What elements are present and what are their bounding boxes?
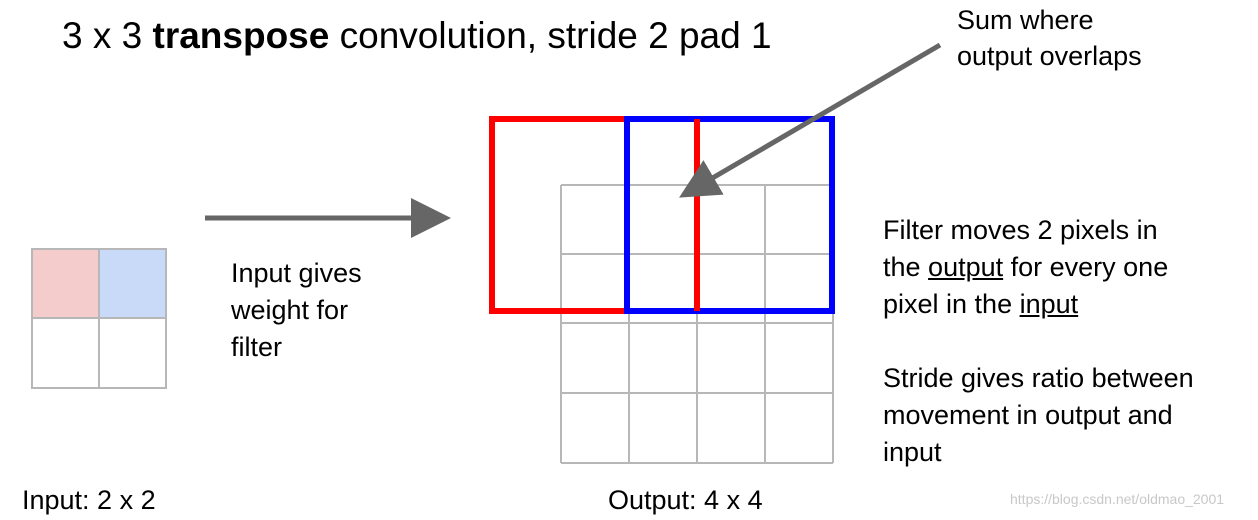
overlap-annotation: Sum where output overlaps [957, 2, 1142, 74]
annotation-line-2: output overlaps [957, 41, 1142, 71]
input-cell [98, 317, 167, 389]
blue-filter-box [624, 116, 835, 314]
input-note-line-2: weight for [231, 295, 349, 325]
filter-text-line-2: the output for every one [883, 249, 1168, 286]
stride-ratio-text: Stride gives ratio between movement in o… [883, 360, 1194, 471]
overlap-arrow [679, 42, 942, 198]
filter-movement-text: Filter moves 2 pixels in the output for … [883, 212, 1168, 323]
filter-text-output-underlined: output [928, 252, 1004, 282]
red-filter-box [489, 116, 700, 314]
filter-text-line-2b: for every one [1003, 252, 1169, 282]
stride-text-line-2: movement in output and [883, 400, 1173, 430]
input-note-line-3: filter [231, 332, 283, 362]
output-size-label: Output: 4 x 4 [608, 485, 763, 515]
input-note-line-1: Input gives [231, 258, 362, 288]
input-cell [31, 317, 100, 389]
input-cell-red [31, 248, 100, 319]
filter-text-input-underlined: input [1019, 289, 1079, 319]
stride-text-line-1: Stride gives ratio between [883, 363, 1194, 393]
input-note: Input gives weight for filter [231, 255, 362, 366]
page-title: 3 x 3 transpose convolution, stride 2 pa… [62, 14, 772, 58]
filter-text-line-2a: the [883, 252, 929, 282]
annotation-line-1: Sum where [957, 5, 1094, 35]
stride-text-line-3: input [883, 437, 942, 467]
filter-text-line-1: Filter moves 2 pixels in [883, 215, 1158, 245]
title-bold-word: transpose [152, 15, 330, 56]
input-cell-blue [98, 248, 167, 319]
input-size-label: Input: 2 x 2 [22, 485, 156, 515]
title-part-1: 3 x 3 [62, 15, 153, 56]
title-part-2: convolution, stride 2 pad 1 [329, 15, 772, 56]
filter-text-line-3a: pixel in the [883, 289, 1020, 319]
watermark: https://blog.csdn.net/oldmao_2001 [1010, 491, 1225, 507]
input-grid [31, 248, 167, 389]
filter-text-line-3: pixel in the input [883, 286, 1168, 323]
